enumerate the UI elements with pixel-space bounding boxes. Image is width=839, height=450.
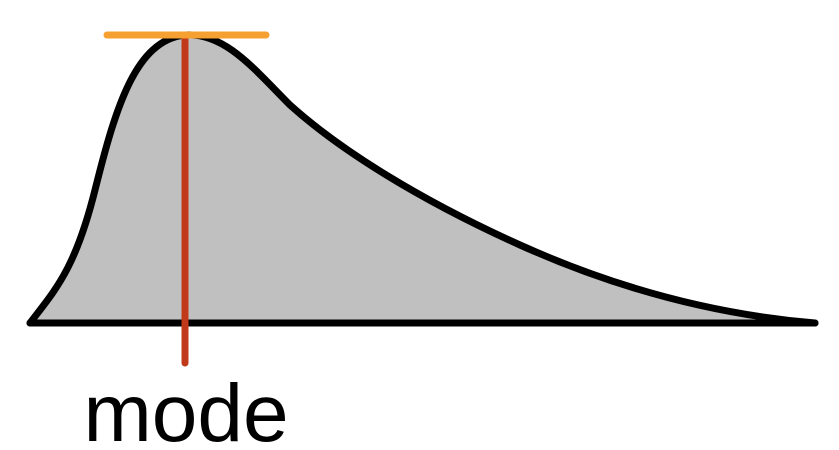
mode-label: mode — [83, 368, 288, 450]
distribution-curve — [26, 31, 819, 327]
